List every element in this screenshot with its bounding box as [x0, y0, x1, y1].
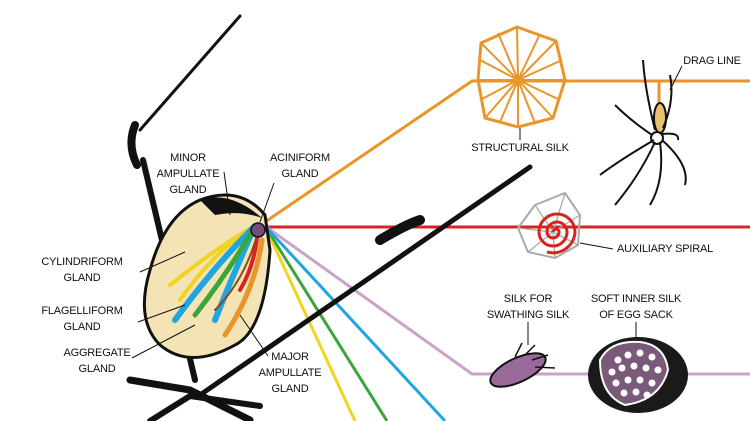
label-line: GLAND: [271, 383, 309, 395]
blue-silk-line: [263, 224, 447, 421]
label-line: GLAND: [281, 168, 319, 180]
label-line: SILK FOR: [503, 293, 553, 305]
label-line: MINOR: [170, 152, 206, 164]
label-line: GLAND: [63, 321, 101, 333]
label-line: FLAGELLIFORM: [41, 305, 123, 317]
label-line: CYLINDRIFORM: [41, 256, 123, 268]
label-flagelliform-gland: FLAGELLIFORM GLAND: [41, 303, 123, 335]
label-line: GLAND: [63, 272, 101, 284]
label-swathing-silk: SILK FOR SWATHING SILK: [486, 291, 570, 323]
egg-sack-icon: [588, 337, 688, 413]
spider-abdomen: [142, 193, 272, 359]
label-minor-ampullate-gland: MINOR AMPULLATE GLAND: [157, 150, 220, 198]
orange-silk-line: [264, 79, 750, 224]
label-line: SOFT INNER SILK: [590, 293, 682, 305]
label-line: AMPULLATE: [258, 367, 322, 379]
label-line: SWATHING SILK: [486, 309, 570, 321]
label-drag-line: DRAG LINE: [683, 55, 741, 67]
label-egg-sack-silk: SOFT INNER SILK OF EGG SACK: [590, 291, 682, 323]
green-silk-line: [263, 225, 389, 421]
wrapped-prey-icon: [489, 342, 556, 388]
leader-lines: [131, 65, 683, 359]
label-line: OF EGG SACK: [599, 309, 673, 321]
label-line: GLAND: [78, 363, 116, 375]
auxiliary-spiral-icon: [516, 191, 582, 260]
label-aciniform-gland: ACINIFORM GLAND: [270, 150, 330, 182]
label-major-ampullate-gland: MAJOR AMPULLATE GLAND: [259, 349, 322, 397]
label-line: GLAND: [169, 184, 207, 196]
label-aggregate-gland: AGGREGATE GLAND: [63, 345, 130, 377]
label-line: MAJOR: [271, 351, 309, 363]
structural-web-icon: [476, 25, 567, 129]
label-line: AMPULLATE: [156, 168, 220, 180]
label-line: AGGREGATE: [63, 347, 131, 359]
label-cylindriform-gland: CYLINDRIFORM GLAND: [41, 254, 123, 286]
label-structural-silk: STRUCTURAL SILK: [471, 142, 569, 154]
label-auxiliary-spiral: AUXILIARY SPIRAL: [616, 243, 714, 255]
label-line: ACINIFORM: [270, 152, 330, 164]
yellow-silk-line: [263, 225, 357, 421]
drag-line-spider-icon: [599, 59, 687, 206]
